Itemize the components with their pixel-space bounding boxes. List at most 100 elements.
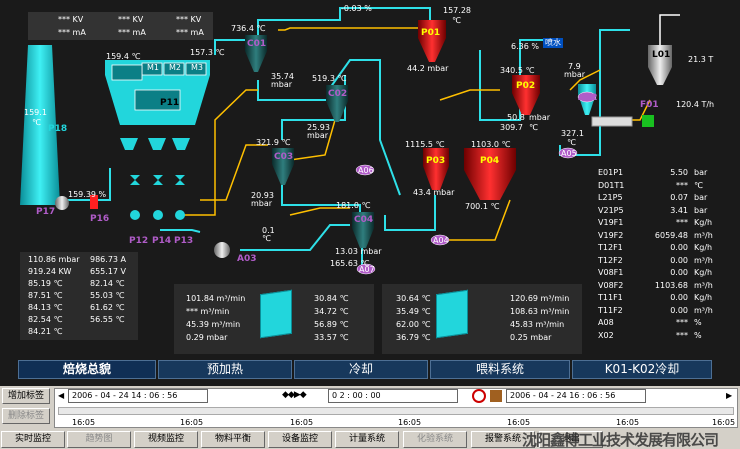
label-m1: M1 — [147, 63, 159, 72]
clock-icon[interactable] — [472, 389, 486, 403]
cooler-reading: 0.29 mbar — [186, 333, 228, 342]
bottom-nav-button[interactable]: 趋势图 — [67, 431, 131, 448]
bottom-nav-button[interactable]: 报警系统 — [471, 431, 535, 448]
label-m3: M3 — [191, 63, 203, 72]
motor-f01[interactable] — [642, 115, 654, 127]
spray-water-button[interactable]: 喷水 — [543, 38, 563, 48]
cooler-reading: 33.57 ℃ — [314, 333, 349, 342]
bottom-nav-button[interactable]: 设备监控 — [268, 431, 332, 448]
lock-icon[interactable] — [490, 390, 502, 402]
end-time-field[interactable]: 2006 - 04 - 24 16 : 06 : 56 — [506, 389, 646, 403]
cooler-reading: 34.72 ℃ — [314, 307, 349, 316]
tab-preheating[interactable]: 预加热 — [158, 360, 292, 379]
bottom-nav-button[interactable]: 视频监控 — [134, 431, 198, 448]
label-p11: P11 — [160, 98, 180, 108]
tag-unit: m³/h — [694, 230, 713, 240]
furnace-p04[interactable] — [464, 148, 516, 200]
reading-p02-pct: 6.36 % — [511, 42, 539, 51]
label-p18: P18 — [48, 124, 68, 134]
reading-p01-unit: ℃ — [452, 16, 461, 25]
valve-p16[interactable] — [90, 195, 98, 209]
start-time-field[interactable]: 2006 - 04 - 24 14 : 06 : 56 — [68, 389, 208, 403]
reading-c04-temp: 181.0 ℃ — [336, 201, 371, 210]
fan-a03[interactable] — [214, 242, 230, 258]
cyclone-p01[interactable] — [418, 20, 446, 62]
tag-name: V08F2 — [598, 280, 624, 290]
trend-arrow-left-icon[interactable]: ◀ — [58, 391, 65, 400]
tag-name: A08 — [598, 318, 614, 327]
cyclone-c02[interactable] — [326, 85, 348, 122]
company-watermark: 沈阳鑫博工业技术发展有限公司 — [522, 431, 719, 449]
label-p13: P13 — [174, 236, 194, 246]
cooler-reading: 35.49 ℃ — [396, 307, 431, 316]
dampers — [355, 91, 597, 275]
cooler-reading: *** m³/min — [186, 307, 230, 316]
label-l01: L01 — [652, 50, 671, 60]
left-reading-value: 82.54 ℃ — [28, 315, 63, 324]
tag-unit: bar — [694, 168, 708, 177]
time-tick: 16:05 — [72, 418, 96, 427]
left-reading-value: 82.14 ℃ — [90, 279, 125, 288]
ma-1: *** mA — [58, 28, 86, 37]
reading-feed-rate: 120.4 T/h — [676, 100, 715, 109]
tag-value: 5.50 — [670, 168, 688, 177]
ma-3: *** mA — [176, 28, 204, 37]
tag-unit: ℃ — [694, 180, 703, 190]
tab-cooling[interactable]: 冷却 — [294, 360, 428, 379]
reading-a02-pressure: 7.9 — [568, 62, 581, 71]
left-reading-value: 85.19 ℃ — [28, 279, 63, 288]
bottom-nav-button[interactable]: 化验系统 — [403, 431, 467, 448]
tag-name: L21P5 — [598, 193, 623, 202]
label-m2: M2 — [169, 63, 181, 72]
cyclone-c01[interactable] — [245, 35, 267, 72]
reading-p02-pressure: 50.8 — [507, 113, 525, 122]
reading-inlet-temp: 157.3 ℃ — [190, 48, 225, 57]
cyclone-c04[interactable] — [352, 212, 374, 248]
trend-slider[interactable] — [58, 407, 734, 415]
process-diagram — [20, 7, 680, 275]
reading-c03-temp: 321.9 ℃ — [256, 138, 291, 147]
left-reading-value: 87.51 ℃ — [28, 291, 63, 300]
step-controls[interactable]: ◆◆▶◆ — [282, 390, 307, 400]
cooler-reading: 108.63 m³/min — [510, 307, 570, 316]
time-tick: 16:05 — [180, 418, 204, 427]
reading-c04-pressure: 13.03 mbar — [335, 247, 382, 256]
tag-unit: % — [694, 330, 702, 340]
delete-tag-button[interactable]: 删除标签 — [2, 408, 50, 424]
tab-k01-k02-cooling[interactable]: K01-K02冷却 — [572, 360, 712, 379]
tag-name: V08F1 — [598, 268, 624, 277]
cyclone-p03[interactable] — [423, 148, 449, 190]
cooler-reading: 36.79 ℃ — [396, 333, 431, 342]
cyclone-p02[interactable] — [512, 75, 540, 115]
bottom-nav-button[interactable]: 物料平衡 — [201, 431, 265, 448]
add-tag-button[interactable]: 增加标签 — [2, 388, 50, 404]
trend-arrow-right-icon[interactable]: ▶ — [726, 391, 733, 400]
bottom-nav-button[interactable]: 实时监控 — [1, 431, 65, 448]
tag-name: V19F2 — [598, 230, 624, 240]
reading-c02-pressure: 25.93 — [307, 123, 330, 132]
reading-p02-temp2: 309.7 — [500, 123, 523, 132]
kv-3: *** KV — [176, 15, 202, 24]
duration-field[interactable]: 0 2 : 00 : 00 — [328, 389, 458, 403]
tag-value: 0.00 — [670, 268, 688, 277]
tag-unit: bar — [694, 193, 708, 202]
tag-unit: % — [694, 318, 702, 327]
cyclone-c03[interactable] — [272, 148, 294, 185]
label-p01: P01 — [421, 28, 441, 38]
cooler-reading: 45.39 m³/min — [186, 320, 241, 329]
reading-c01-unit: mbar — [271, 80, 293, 89]
tag-value: 0.00 — [670, 243, 688, 252]
fan-p17[interactable] — [55, 196, 69, 210]
bottom-nav-button[interactable]: 计量系统 — [335, 431, 399, 448]
tab-roasting-overview[interactable]: 焙烧总貌 — [18, 360, 156, 379]
bottom-nav-button[interactable]: 退出 — [539, 431, 603, 448]
tab-feeding-system[interactable]: 喂料系统 — [430, 360, 570, 379]
time-tick: 16:05 — [398, 418, 422, 427]
tag-name: X02 — [598, 330, 614, 340]
cooler-reading: 45.83 m³/min — [510, 320, 565, 329]
kv-1: *** KV — [58, 15, 84, 24]
label-p02: P02 — [516, 81, 536, 91]
silo-l01[interactable] — [648, 14, 680, 85]
